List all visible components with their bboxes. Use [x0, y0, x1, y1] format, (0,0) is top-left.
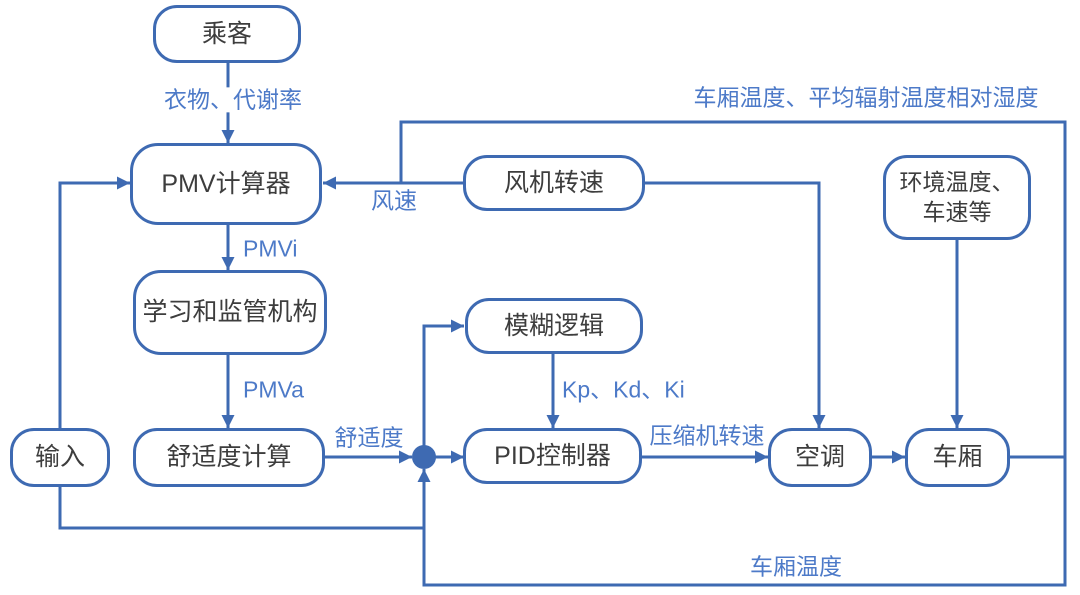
- edge-junction-to-fuzzy: [422, 319, 464, 446]
- edge-cabin-feedback-top: [399, 120, 1067, 459]
- node-pmv-calculator-label: PMV计算器: [161, 169, 291, 198]
- node-passenger: 乘客: [153, 5, 301, 63]
- node-comfort-calculation: 舒适度计算: [133, 428, 325, 487]
- edge-label-cabin-temp-radiant-humidity: 车厢温度、平均辐射温度相对湿度: [691, 84, 1041, 111]
- node-cabin: 车厢: [905, 428, 1010, 487]
- node-ambient: 环境温度、 车速等: [883, 155, 1031, 240]
- edge-label-compressor-speed: 压缩机转速: [647, 422, 767, 449]
- node-pid-controller: PID控制器: [463, 428, 642, 484]
- edge-label-comfort-level: 舒适度: [332, 424, 406, 451]
- node-passenger-label: 乘客: [201, 19, 252, 48]
- edge-label-pmvi: PMVi: [241, 235, 300, 262]
- edge-label-wind-speed: 风速: [369, 187, 419, 214]
- node-air-conditioner: 空调: [768, 428, 872, 487]
- node-pmv-calculator: PMV计算器: [130, 143, 322, 225]
- node-cabin-label: 车厢: [932, 443, 983, 472]
- edge-fan-speed-to-ac: [645, 181, 826, 428]
- node-fan-speed: 风机转速: [463, 155, 645, 211]
- node-input-label: 输入: [34, 443, 85, 472]
- node-fuzzy-logic: 模糊逻辑: [465, 298, 643, 354]
- edge-label-clothing-metabolic-rate: 衣物、代谢率: [162, 86, 304, 113]
- node-comfort-calculation-label: 舒适度计算: [166, 443, 292, 472]
- node-fan-speed-label: 风机转速: [503, 168, 604, 197]
- edge-input-to-pmv: [58, 176, 130, 430]
- node-pid-controller-label: PID控制器: [494, 441, 611, 470]
- edge-label-kp-kd-ki: Kp、Kd、Ki: [560, 376, 687, 403]
- node-air-conditioner-label: 空调: [794, 443, 845, 472]
- node-fuzzy-logic-label: 模糊逻辑: [503, 311, 604, 340]
- node-learning-supervisor-label: 学习和监管机构: [142, 298, 318, 327]
- node-learning-supervisor: 学习和监管机构: [133, 270, 327, 355]
- edge-input-to-junction: [58, 487, 424, 530]
- node-input: 输入: [10, 428, 110, 487]
- sum-junction: [412, 445, 436, 469]
- edge-label-cabin-temperature: 车厢温度: [748, 553, 844, 580]
- edge-label-pmva: PMVa: [241, 376, 306, 403]
- node-ambient-label: 环境温度、 车速等: [899, 168, 1015, 225]
